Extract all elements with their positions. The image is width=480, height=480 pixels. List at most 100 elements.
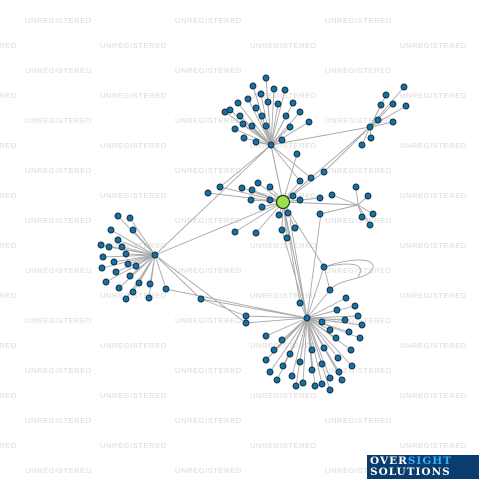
graph-edge	[270, 111, 301, 146]
graph-node	[318, 380, 326, 388]
watermark-text: UNREGISTERED	[0, 391, 17, 400]
watermark-text: UNREGISTERED	[175, 266, 242, 275]
watermark-text: UNREGISTERED	[175, 116, 242, 125]
watermark-text: UNREGISTERED	[175, 366, 242, 375]
graph-node	[254, 179, 262, 187]
graph-node	[296, 108, 304, 116]
graph-node	[293, 150, 301, 158]
graph-edge	[121, 246, 156, 256]
graph-node	[332, 334, 340, 342]
graph-node	[356, 334, 364, 342]
watermark-text: UNREGISTERED	[250, 91, 317, 100]
watermark-text: UNREGISTERED	[325, 166, 392, 175]
graph-node	[252, 229, 260, 237]
watermark-text: UNREGISTERED	[100, 441, 167, 450]
watermark-text: UNREGISTERED	[400, 141, 467, 150]
graph-edge	[270, 126, 291, 146]
graph-edge	[270, 144, 312, 179]
graph-edge	[369, 105, 407, 128]
graph-edge	[260, 93, 272, 146]
graph-node	[162, 285, 170, 293]
graph-node	[316, 194, 324, 202]
graph-node	[278, 336, 286, 344]
watermark-text: UNREGISTERED	[0, 141, 17, 150]
graph-node	[402, 102, 410, 110]
graph-node	[258, 203, 266, 211]
graph-node	[146, 280, 154, 288]
watermark-text: UNREGISTERED	[25, 116, 92, 125]
logo-solutions: SOLUTIONS	[370, 466, 451, 478]
graph-edge	[323, 263, 361, 278]
graph-node	[345, 328, 353, 336]
logo-over: OVER	[370, 455, 408, 467]
graph-edge	[270, 144, 308, 319]
graph-node	[400, 83, 408, 91]
graph-node	[242, 319, 250, 327]
graph-node	[122, 250, 130, 258]
graph-edge	[323, 126, 371, 173]
graph-node	[231, 228, 239, 236]
watermark-text: UNREGISTERED	[400, 291, 467, 300]
watermark-text: UNREGISTERED	[25, 316, 92, 325]
watermark-text: UNREGISTERED	[25, 266, 92, 275]
watermark-text: UNREGISTERED	[25, 416, 92, 425]
graph-node	[236, 112, 244, 120]
graph-edge	[118, 254, 156, 289]
graph-edge	[306, 309, 338, 319]
graph-node	[99, 253, 107, 261]
graph-edge	[270, 103, 279, 146]
watermark-text: UNREGISTERED	[325, 16, 392, 25]
graph-edge	[306, 317, 346, 321]
graph-node	[328, 191, 336, 199]
graph-node	[308, 366, 316, 374]
watermark-text: UNREGISTERED	[0, 291, 17, 300]
graph-node	[389, 118, 397, 126]
graph-node	[284, 209, 292, 217]
graph-node	[341, 316, 349, 324]
graph-node	[366, 221, 374, 229]
graph-edge	[105, 254, 156, 283]
watermark-text: UNREGISTERED	[175, 16, 242, 25]
watermark-text: UNREGISTERED	[400, 91, 467, 100]
graph-edge	[306, 317, 339, 359]
watermark-text: UNREGISTERED	[325, 116, 392, 125]
watermark-text: UNREGISTERED	[100, 241, 167, 250]
graph-node	[377, 101, 385, 109]
graph-edge	[148, 254, 156, 299]
graph-edge	[302, 317, 308, 384]
graph-node	[358, 213, 366, 221]
watermark-text: UNREGISTERED	[325, 416, 392, 425]
graph-edge	[265, 317, 308, 337]
graph-node	[273, 376, 281, 384]
graph-node	[105, 243, 113, 251]
graph-node	[278, 226, 286, 234]
graph-node	[338, 376, 346, 384]
watermark-text: UNREGISTERED	[25, 466, 92, 475]
watermark-layer: UNREGISTERED UNREGISTERED UNREGISTERED UNRE…	[0, 16, 467, 475]
watermark-text: UNREGISTERED	[25, 166, 92, 175]
graph-edge	[154, 254, 247, 324]
watermark-text: UNREGISTERED	[250, 341, 317, 350]
graph-edge	[219, 144, 272, 188]
graph-node	[354, 312, 362, 320]
graph-edge	[323, 259, 374, 291]
graph-node	[367, 134, 375, 142]
graph-edge	[165, 288, 308, 319]
graph-edge	[306, 212, 322, 319]
graph-node	[307, 174, 315, 182]
graph-edge	[267, 101, 272, 146]
highlighted-entity-node[interactable]	[275, 194, 291, 210]
graph-node	[107, 226, 115, 234]
graph-edge	[270, 126, 371, 146]
graph-edge	[154, 144, 272, 256]
watermark-text: UNREGISTERED	[0, 341, 17, 350]
graph-node	[352, 183, 360, 191]
graph-node	[342, 294, 350, 302]
graph-node	[333, 306, 341, 314]
watermark-text: UNREGISTERED	[325, 316, 392, 325]
watermark-text: UNREGISTERED	[100, 291, 167, 300]
graph-node	[115, 284, 123, 292]
watermark-text: UNREGISTERED	[100, 391, 167, 400]
graph-node	[382, 91, 390, 99]
